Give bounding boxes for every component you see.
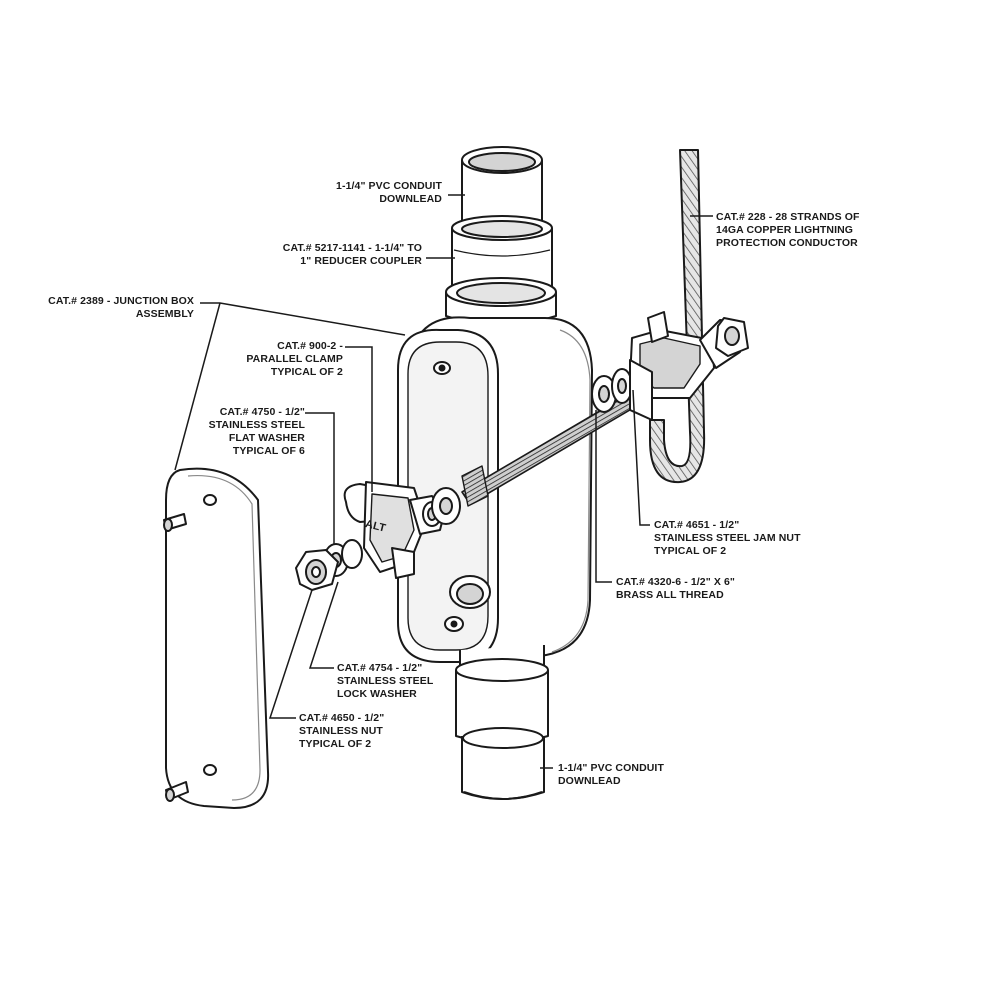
- label-flat-washer: CAT.# 4750 - 1/2" STAINLESS STEEL FLAT W…: [208, 406, 305, 457]
- leader-ss-nut: [268, 589, 313, 719]
- left-lock-washer-and-nut: [295, 549, 339, 591]
- leader-lines: [174, 194, 713, 769]
- right-jam-nut-and-washers: [591, 368, 633, 413]
- junction-box-cover-plate: [165, 467, 270, 809]
- leader-parallel-clamp: [345, 346, 373, 492]
- label-pvc-conduit-top: 1-1/4" PVC CONDUIT DOWNLEAD: [336, 180, 442, 205]
- label-lock-washer: CAT.# 4754 - 1/2" STAINLESS STEEL LOCK W…: [337, 662, 434, 700]
- label-jam-nut: CAT.# 4651 - 1/2" STAINLESS STEEL JAM NU…: [654, 519, 801, 557]
- label-copper-conductor: CAT.# 228 - 28 STRANDS OF 14GA COPPER LI…: [716, 211, 860, 249]
- copper-lightning-conductor: [649, 149, 706, 484]
- leader-all-thread: [595, 410, 612, 583]
- clamp-marking-text: ALT: [364, 518, 387, 535]
- label-stainless-nut: CAT.# 4650 - 1/2" STAINLESS NUT TYPICAL …: [299, 712, 385, 750]
- right-parallel-clamp: [629, 311, 749, 421]
- leader-junction-box-body: [200, 302, 406, 336]
- label-reducer-coupler: CAT.# 5217-1141 - 1-1/4" TO 1" REDUCER C…: [282, 242, 422, 267]
- bottom-pvc-conduit: [455, 658, 549, 800]
- top-pvc-conduit: [461, 146, 543, 235]
- cover-screws: [163, 513, 189, 802]
- label-all-thread: CAT.# 4320-6 - 1/2" X 6" BRASS ALL THREA…: [616, 576, 735, 601]
- leader-junction-box-cover: [174, 302, 221, 471]
- label-pvc-conduit-bottom: 1-1/4" PVC CONDUIT DOWNLEAD: [558, 762, 664, 787]
- left-parallel-clamp: ALT: [343, 481, 445, 579]
- leader-flat-washer: [305, 412, 335, 545]
- label-parallel-clamp: CAT.# 900-2 - PARALLEL CLAMP TYPICAL OF …: [246, 340, 343, 378]
- label-junction-box-assembly: CAT.# 2389 - JUNCTION BOX ASSEMBLY: [48, 295, 194, 320]
- leader-lock-washer: [308, 581, 339, 669]
- leader-jam-nut: [632, 389, 650, 526]
